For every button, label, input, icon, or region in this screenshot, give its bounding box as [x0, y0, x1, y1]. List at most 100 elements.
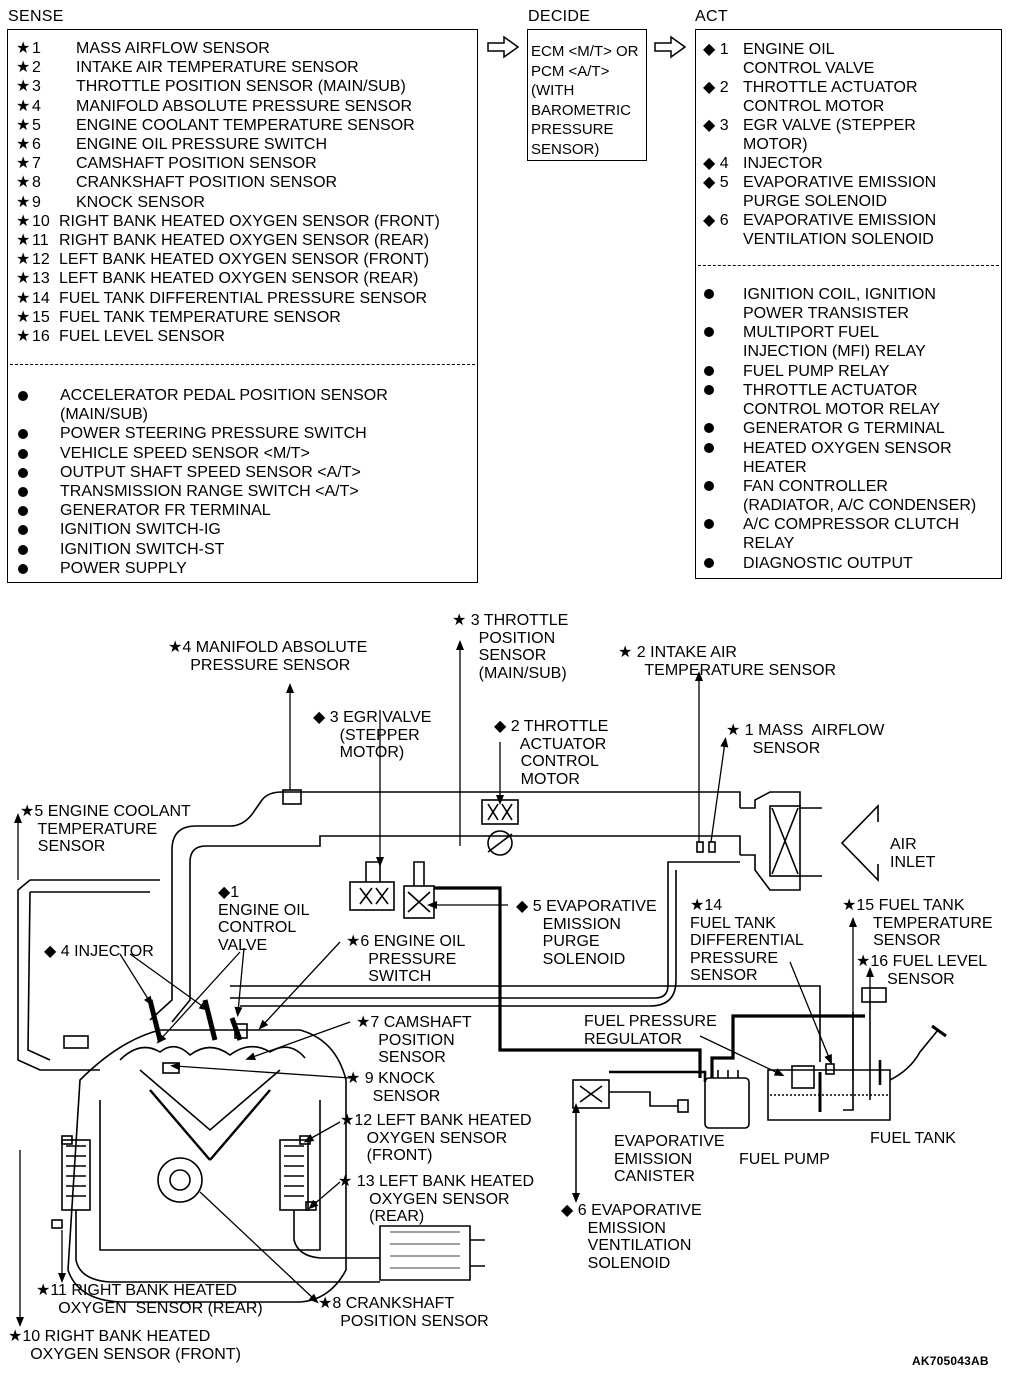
engine-outline [67, 1029, 347, 1303]
star-icon: ★ [16, 59, 31, 77]
fuel-level-sensor-body [861, 987, 887, 1003]
act-header: ACT [695, 8, 728, 25]
arrow-ckp [199, 1191, 319, 1304]
star-icon: ★ [16, 40, 31, 57]
sensor-label: RIGHT BANK HEATED OXYGEN SENSOR (FRONT) [59, 212, 440, 230]
bullet-icon [704, 481, 714, 491]
sensor-label: KNOCK SENSOR [76, 193, 205, 211]
act-divider [698, 265, 999, 266]
bullet-icon [18, 563, 28, 574]
sensor-number: 6 [32, 136, 41, 153]
fuel-tank-body [767, 1069, 891, 1121]
act-other-item: A/C COMPRESSOR CLUTCH RELAY [743, 516, 960, 553]
sense-other-item: ACCELERATOR PEDAL POSITION SENSOR (MAIN/… [60, 387, 388, 423]
map-sensor-body [282, 789, 302, 805]
label-fuel-tank-temp-sensor: ★15 FUEL TANK TEMPERATURE SENSOR [842, 897, 993, 949]
star-icon: ★ [16, 116, 31, 134]
act-actuator-item: INJECTOR [743, 155, 823, 172]
egr-valve-body [349, 881, 395, 911]
star-icon: ★ [16, 97, 31, 115]
diamond-icon: ◆ 5 [703, 174, 729, 191]
left-cat-upper [279, 1139, 309, 1211]
bullet-icon [18, 506, 28, 517]
throttle-plate [487, 833, 513, 853]
throttle-motor-symbol [487, 803, 513, 821]
label-engine-coolant-temp-sensor: ★5 ENGINE COOLANT TEMPERATURE SENSOR [20, 803, 191, 855]
label-evap-vent-solenoid: ◆ 6 EVAPORATIVE EMISSION VENTILATION SOL… [561, 1202, 702, 1272]
fuel-pump-body [791, 1065, 815, 1089]
ocv-body [234, 1023, 248, 1039]
star-icon: ★ [16, 193, 31, 211]
decide-header: DECIDE [528, 8, 591, 25]
air-filter-cross [771, 807, 799, 875]
sense-sensor-item: ★16 FUEL LEVEL SENSOR [16, 327, 225, 346]
bullet-icon [18, 467, 28, 478]
sensor-number: 16 [32, 328, 50, 345]
act-other-item: HEATED OXYGEN SENSOR HEATER [743, 439, 952, 476]
label-crankshaft-position-sensor: ★8 CRANKSHAFT POSITION SENSOR [318, 1295, 489, 1330]
label-fuel-level-sensor: ★16 FUEL LEVEL SENSOR [856, 953, 988, 988]
diamond-icon: ◆ 6 [703, 212, 729, 229]
bullet-icon [18, 429, 28, 440]
diamond-icon: ◆ 4 [703, 155, 729, 172]
act-other-item: DIAGNOSTIC OUTPUT [743, 554, 913, 572]
sensor-number: 13 [32, 270, 50, 288]
label-intake-air-temp-sensor: ★ 2 INTAKE AIR TEMPERATURE SENSOR [618, 644, 837, 679]
sense-other-item: TRANSMISSION RANGE SWITCH <A/T> [60, 483, 359, 500]
sensor-number: 9 [32, 193, 41, 211]
star-icon: ★ [16, 289, 31, 307]
label-engine-oil-control-valve: ◆1 ENGINE OIL CONTROL VALVE [218, 884, 310, 954]
label-left-bank-o2-rear: ★ 13 LEFT BANK HEATED OXYGEN SENSOR (REA… [338, 1173, 535, 1225]
sensor-label: MANIFOLD ABSOLUTE PRESSURE SENSOR [76, 97, 413, 115]
star-icon: ★ [16, 328, 31, 345]
star-icon: ★ [16, 251, 31, 269]
arrow-fpr [699, 1035, 785, 1077]
sensor-label: FUEL LEVEL SENSOR [59, 328, 225, 345]
sense-box [7, 29, 478, 583]
arrow-ocv [234, 947, 245, 1017]
sensor-label: INTAKE AIR TEMPERATURE SENSOR [76, 59, 359, 77]
sensor-number: 3 [32, 78, 41, 96]
star-icon: ★ [16, 232, 31, 249]
bullet-icon [704, 327, 714, 338]
act-actuator-item: THROTTLE ACTUATOR CONTROL MOTOR [743, 79, 918, 115]
diamond-icon: ◆ 1 [703, 41, 729, 58]
act-other-item: IGNITION COIL, IGNITION POWER TRANSISTER [743, 286, 936, 322]
sensor-label: LEFT BANK HEATED OXYGEN SENSOR (REAR) [59, 270, 419, 288]
arrow-inj-a [119, 953, 153, 1007]
act-other-item: GENERATOR G TERMINAL [743, 420, 945, 438]
label-engine-oil-pressure-switch: ★6 ENGINE OIL PRESSURE SWITCH [346, 933, 466, 985]
bullet-icon [18, 487, 28, 497]
sense-divider [10, 364, 475, 365]
sensor-label: FUEL TANK TEMPERATURE SENSOR [59, 308, 341, 326]
sensor-label: ENGINE COOLANT TEMPERATURE SENSOR [76, 116, 415, 134]
sensor-label: CRANKSHAFT POSITION SENSOR [76, 174, 338, 192]
bullet-icon [18, 391, 28, 401]
label-egr-valve: ◆ 3 EGR VALVE (STEPPER MOTOR) [313, 709, 432, 761]
label-throttle-position-sensor: ★ 3 THROTTLE POSITION SENSOR (MAIN/SUB) [452, 612, 569, 682]
arrow-lb-rear [308, 1181, 341, 1210]
diamond-icon: ◆ 3 [703, 117, 729, 134]
sensor-number: 7 [32, 155, 41, 173]
act-other-item: FAN CONTROLLER (RADIATOR, A/C CONDENSER) [743, 478, 977, 514]
label-evap-canister: EVAPORATIVE EMISSION CANISTER [614, 1133, 725, 1185]
coolant-sensor-body [63, 1035, 89, 1049]
sensor-label: FUEL TANK DIFFERENTIAL PRESSURE SENSOR [59, 289, 428, 307]
bullet-icon [704, 385, 714, 395]
bullet-icon [704, 289, 714, 299]
sense-other-item: IGNITION SWITCH-ST [60, 540, 225, 558]
air-inlet-arrow-icon [840, 804, 879, 882]
label-throttle-actuator-motor: ◆ 2 THROTTLE ACTUATOR CONTROL MOTOR [494, 718, 609, 788]
air-filter-element [769, 805, 801, 877]
sensor-label: RIGHT BANK HEATED OXYGEN SENSOR (REAR) [59, 232, 430, 249]
act-actuator-item: ENGINE OIL CONTROL VALVE [743, 41, 875, 77]
sensor-number: 14 [32, 289, 50, 307]
